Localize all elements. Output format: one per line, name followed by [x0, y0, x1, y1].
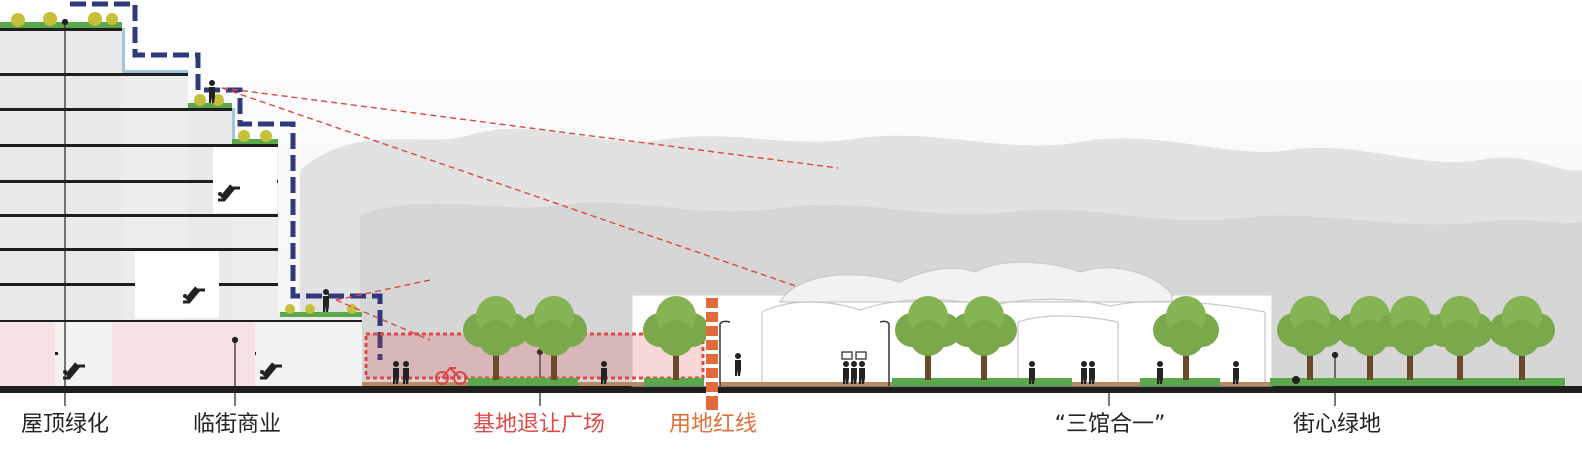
label-central-green: 街心绿地: [1292, 412, 1382, 437]
person-icon: [851, 361, 857, 384]
wheelchair-user-icon: [1233, 361, 1239, 384]
street-lamp-icon: [719, 320, 890, 386]
people: [393, 353, 1300, 384]
protest-signs-icon: [841, 351, 867, 360]
sight-lines: [221, 87, 843, 341]
ball-icon: [1292, 376, 1300, 384]
red-line-marker: [706, 298, 718, 410]
person-icon: [843, 361, 849, 384]
ground-surface: [362, 378, 1565, 386]
commerce-ground-floor: [0, 322, 255, 386]
viewer-figure: [209, 80, 215, 103]
roof-greenery: [0, 12, 362, 317]
label-setback-plaza: 基地退让广场: [472, 412, 606, 437]
viewer-figure: [323, 289, 329, 312]
person-icon: [601, 361, 607, 384]
person-icon: [393, 361, 399, 384]
walkway-path: [70, 1, 383, 360]
skateboarder-icon: [735, 353, 741, 376]
label-red-line: 用地红线: [668, 412, 758, 437]
bicycle-icon: [435, 366, 467, 385]
label-three-in-one: “三馆合一”: [1054, 412, 1166, 437]
label-street-commerce: 临街商业: [192, 412, 282, 437]
terraced-building: [0, 28, 362, 386]
person-icon: [1089, 361, 1095, 384]
person-icon: [1081, 361, 1087, 384]
person-icon: [403, 361, 409, 384]
person-icon: [1157, 361, 1163, 384]
ground-line: [0, 386, 1582, 393]
person-icon: [859, 361, 865, 384]
label-roof-greening: 屋顶绿化: [20, 412, 110, 437]
person-icon: [1029, 361, 1035, 384]
